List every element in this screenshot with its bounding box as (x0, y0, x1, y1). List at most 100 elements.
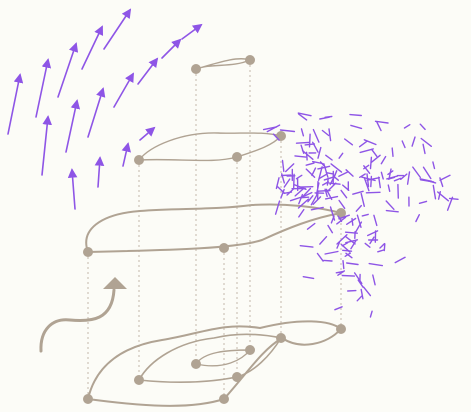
vector-arrow (81, 25, 104, 70)
particle (335, 270, 345, 274)
node (134, 155, 144, 165)
particle (351, 217, 354, 226)
particle (299, 244, 314, 248)
particle (412, 166, 421, 179)
vertical-projection-guides (87, 60, 342, 399)
particle (350, 124, 363, 130)
particle (345, 236, 356, 245)
flow-arrow-head (103, 277, 127, 289)
particle (319, 235, 328, 245)
particle (312, 160, 324, 165)
particle (338, 199, 346, 210)
vector-arrow (65, 99, 81, 153)
particle (448, 197, 459, 201)
particle (325, 154, 333, 161)
bottom-outer-contour (87, 320, 342, 407)
particle (376, 121, 382, 132)
particle (411, 136, 416, 147)
particle (388, 168, 392, 180)
particle (338, 214, 350, 220)
particle (280, 188, 285, 199)
particle (372, 274, 376, 286)
particle (294, 184, 307, 191)
vector-arrow (161, 38, 182, 59)
particle (328, 128, 332, 142)
particle (437, 190, 441, 200)
particle (356, 214, 362, 229)
particle (369, 310, 373, 318)
particle (300, 128, 305, 137)
particle (324, 115, 333, 119)
particle (363, 164, 370, 170)
node (336, 324, 346, 334)
particle (324, 250, 339, 255)
particle (346, 262, 359, 266)
particle (419, 123, 426, 131)
particle (283, 178, 291, 188)
particle (387, 184, 391, 193)
flow-arrow-shaft (39, 288, 116, 353)
particle (406, 171, 411, 185)
particle (325, 188, 333, 201)
particle (360, 192, 365, 208)
particle (374, 120, 389, 124)
particle (289, 196, 303, 202)
particle (326, 182, 337, 193)
particle (432, 161, 436, 170)
particle (363, 177, 370, 192)
particle (295, 174, 303, 180)
particle (393, 177, 402, 182)
particle (373, 214, 378, 227)
node (219, 394, 229, 404)
particle (420, 137, 432, 148)
particle (316, 252, 324, 262)
vector-arrow (121, 142, 131, 167)
particle (342, 184, 350, 192)
outer-middle-contour (85, 203, 342, 253)
particle (365, 191, 381, 194)
node (83, 247, 93, 257)
particle (307, 195, 314, 203)
particle (300, 144, 305, 155)
particle (427, 180, 437, 184)
particle (344, 252, 351, 257)
middle-contour (138, 132, 282, 162)
particle (332, 170, 338, 182)
particle (305, 162, 315, 166)
particle (295, 141, 310, 144)
vector-arrow (137, 57, 159, 85)
particle (432, 184, 437, 200)
particle (403, 123, 411, 129)
vector-arrow (139, 126, 156, 141)
vector-arrow (67, 168, 78, 210)
particle (359, 173, 366, 179)
particle (298, 193, 304, 205)
particle (334, 306, 343, 311)
particle (364, 242, 371, 248)
particle (345, 169, 354, 177)
particle (362, 286, 372, 297)
particle (302, 187, 312, 198)
vector-arrow (181, 23, 203, 40)
particle (361, 213, 369, 217)
particle (385, 200, 395, 211)
particle (439, 177, 444, 188)
node (219, 243, 229, 253)
particle (360, 288, 364, 300)
particle (358, 140, 368, 148)
particle (312, 196, 322, 206)
node (245, 55, 255, 65)
particle (297, 112, 312, 117)
particle (359, 148, 374, 154)
vector-arrow (57, 42, 79, 98)
particle (338, 152, 344, 159)
particle (306, 222, 316, 230)
vector-arrow (35, 58, 52, 118)
particle (311, 167, 317, 177)
node (245, 345, 255, 355)
particle (368, 262, 383, 267)
particle (294, 155, 307, 158)
particle (338, 171, 349, 178)
node (336, 208, 346, 218)
particle (323, 176, 335, 181)
